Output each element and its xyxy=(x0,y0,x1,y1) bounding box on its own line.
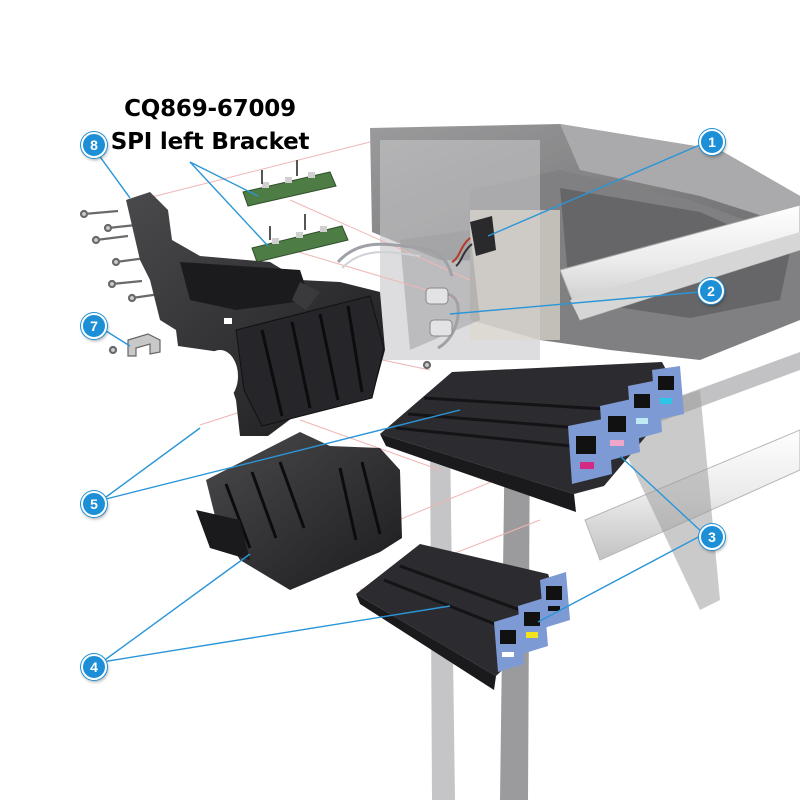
part-name-title: SPI left Bracket xyxy=(110,129,310,155)
ink-tray-upper xyxy=(380,362,684,512)
left-bracket-assembly xyxy=(126,192,385,436)
callout-2[interactable]: 2 xyxy=(698,278,724,304)
spi-pcb-upper xyxy=(242,160,337,207)
small-bracket-part xyxy=(127,333,161,357)
ink-tray-lower xyxy=(356,544,570,690)
callout-3[interactable]: 3 xyxy=(699,524,725,550)
cartridge-bay-lower xyxy=(196,432,402,590)
part-number-title: CQ869-67009 xyxy=(124,96,296,122)
callout-4[interactable]: 4 xyxy=(81,654,107,680)
spi-pcb-lower xyxy=(251,214,349,263)
leader-lines xyxy=(97,143,705,663)
callout-1[interactable]: 1 xyxy=(699,129,725,155)
callout-5[interactable]: 5 xyxy=(81,491,107,517)
sensor-cable-part xyxy=(451,216,496,267)
screws xyxy=(79,209,432,370)
callout-8[interactable]: 8 xyxy=(81,132,107,158)
tube-assembly-part xyxy=(336,242,460,350)
callout-7[interactable]: 7 xyxy=(81,313,107,339)
